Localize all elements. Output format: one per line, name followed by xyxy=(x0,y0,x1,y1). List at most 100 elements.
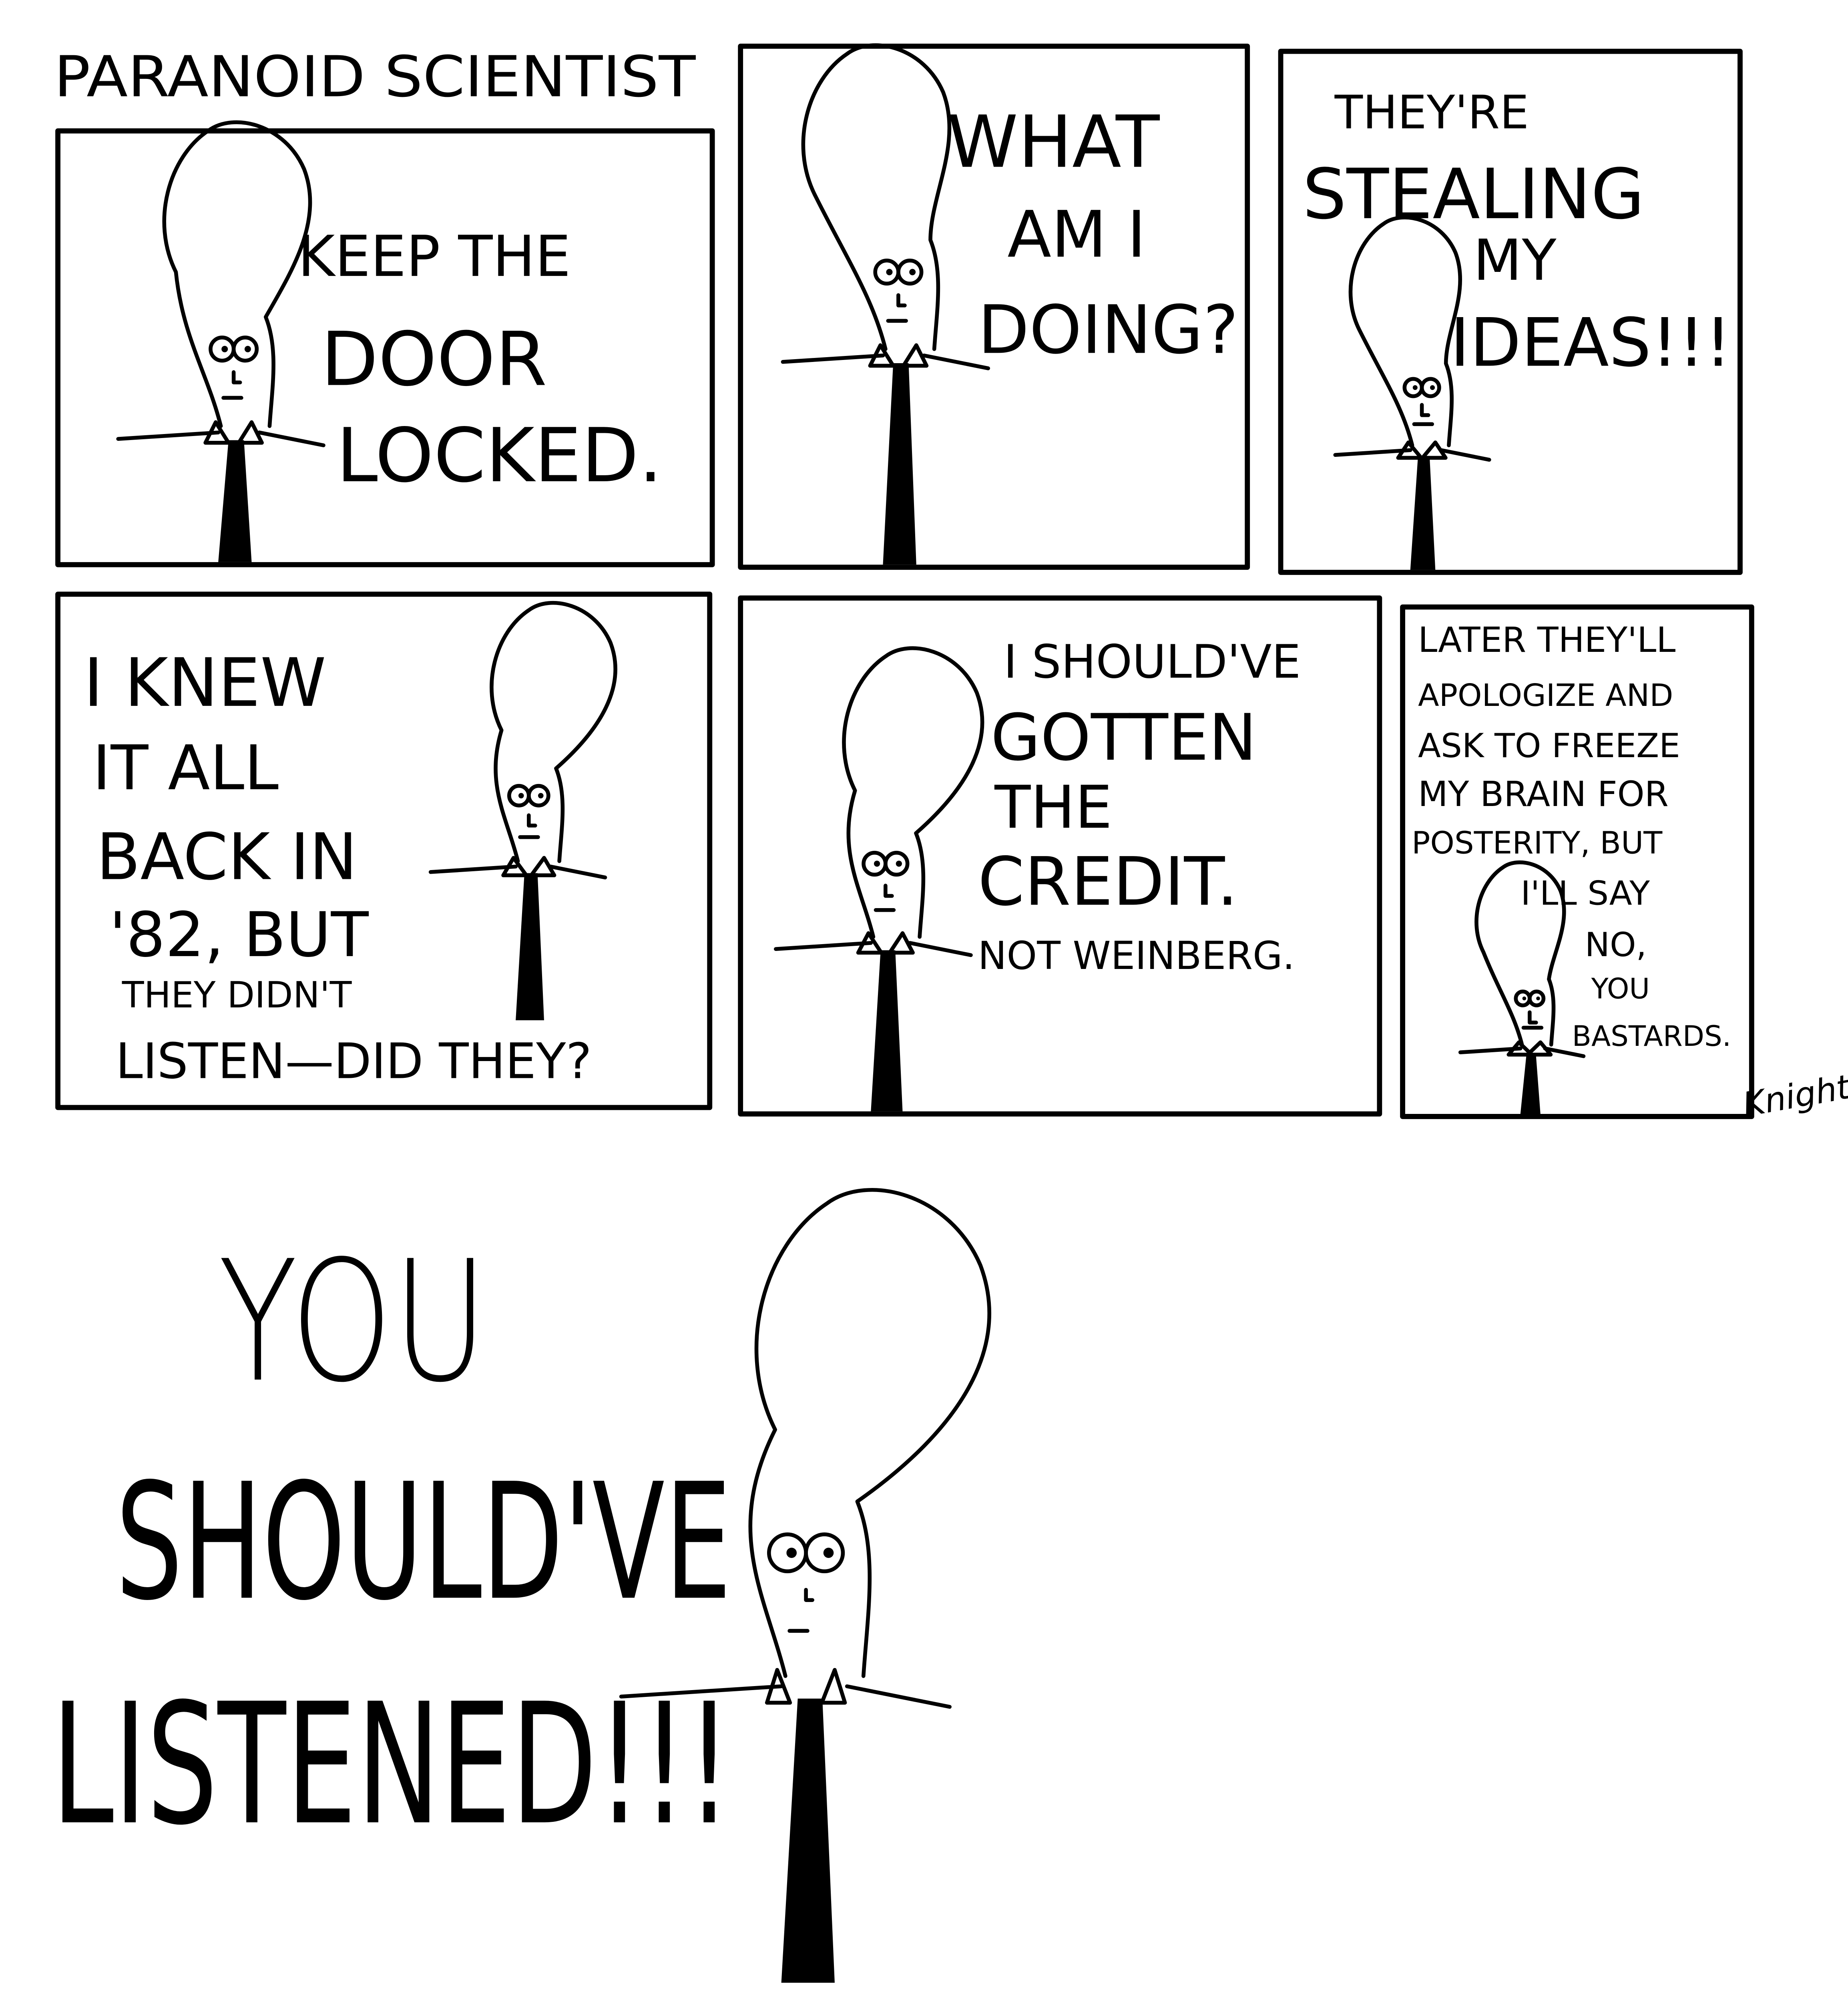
pupil xyxy=(786,1548,797,1558)
head-outline xyxy=(490,601,617,863)
collar xyxy=(765,1668,847,1705)
speech-line: THEY'RE xyxy=(1334,86,1529,140)
speech-line: KEEP THE xyxy=(298,224,571,289)
nose-mouth xyxy=(518,813,540,839)
speech-line: I'LL SAY xyxy=(1521,874,1650,913)
speech-line: CREDIT. xyxy=(978,843,1238,921)
pupil xyxy=(1412,385,1418,390)
speech-line: NO, xyxy=(1585,925,1647,964)
panel-3-frame xyxy=(1278,48,1743,575)
speech-line: THE xyxy=(994,773,1112,842)
speech-line: BASTARDS. xyxy=(1572,1020,1731,1053)
speech-line: APOLOGIZE AND xyxy=(1418,678,1673,714)
speech-line: WHAT xyxy=(947,101,1160,184)
nose-mouth xyxy=(1412,403,1434,426)
necktie-icon xyxy=(781,1698,835,1983)
speech-line: DOING? xyxy=(978,291,1239,369)
speech-line: YOU xyxy=(1591,973,1650,1005)
right-eye-icon xyxy=(231,336,259,363)
speech-line: LATER THEY'LL xyxy=(1418,620,1675,660)
speech-line: MY BRAIN FOR xyxy=(1418,774,1669,814)
panel-3-speech: THEY'RE STEALING MY IDEAS!!! xyxy=(1303,86,1732,382)
scientist-figure xyxy=(428,601,617,1021)
pupil xyxy=(886,269,893,275)
collar xyxy=(1507,1040,1553,1057)
head-outline xyxy=(842,646,984,939)
necktie-icon xyxy=(1410,456,1436,570)
shoulders xyxy=(619,1684,952,1709)
speech-line: GOTTEN xyxy=(991,700,1257,775)
shoulders xyxy=(774,941,973,957)
right-eye-icon xyxy=(896,258,924,286)
comic-title: PARANOID SCIENTIST xyxy=(54,44,696,110)
nose-mouth xyxy=(787,1588,814,1633)
speech-line: STEALING xyxy=(1303,154,1645,235)
pupil xyxy=(823,1548,834,1558)
panel-5-speech: I SHOULD'VE GOTTEN THE CREDIT. NOT WEINB… xyxy=(978,635,1301,978)
speech-line: MY xyxy=(1473,228,1557,293)
necktie-icon xyxy=(516,873,544,1021)
panel-1-frame xyxy=(55,128,715,567)
collar xyxy=(856,931,915,955)
necktie-icon xyxy=(1520,1053,1541,1114)
head-outline xyxy=(1474,860,1566,1047)
right-eye-icon xyxy=(1528,989,1546,1007)
speech-line: I KNEW xyxy=(84,644,326,722)
speech-line: NOT WEINBERG. xyxy=(978,933,1295,978)
scientist-figure xyxy=(1333,215,1491,570)
collar xyxy=(501,856,556,877)
shoulders xyxy=(1333,448,1491,462)
shout-line: YOU xyxy=(218,1225,488,1419)
collar xyxy=(203,420,264,445)
pupil xyxy=(896,860,902,867)
shoulders xyxy=(1458,1046,1586,1058)
speech-line: LOCKED. xyxy=(336,412,663,499)
panel-2-frame xyxy=(738,43,1250,570)
right-eye-icon xyxy=(527,784,550,808)
shoulders xyxy=(428,864,607,880)
necktie-icon xyxy=(883,363,916,565)
speech-line: LISTEN—DID THEY? xyxy=(116,1033,592,1089)
scientist-figure xyxy=(1458,860,1586,1114)
panel-4-speech: I KNEW IT ALL BACK IN '82, BUT THEY DIDN… xyxy=(84,644,592,1089)
pupil xyxy=(909,269,916,275)
shout-line: SHOULD'VE xyxy=(116,1449,731,1636)
speech-line: ASK TO FREEZE xyxy=(1418,726,1680,765)
scientist-figure xyxy=(774,646,984,1112)
panel-2-speech: WHAT AM I DOING? xyxy=(947,101,1239,369)
shoulders xyxy=(116,430,325,447)
head-outline xyxy=(162,120,312,428)
nose-mouth xyxy=(886,293,908,323)
panel-6-frame xyxy=(1400,604,1754,1119)
speech-line: I SHOULD'VE xyxy=(1004,635,1301,689)
shout-line: LISTENED!!! xyxy=(52,1668,732,1862)
finale-shout: YOU SHOULD'VE LISTENED!!! xyxy=(52,1225,732,1862)
collar xyxy=(868,343,929,368)
speech-line: '82, BUT xyxy=(109,899,369,971)
panel-1-speech: KEEP THE DOOR LOCKED. xyxy=(298,224,663,499)
panel-5-frame xyxy=(738,595,1382,1117)
speech-line: IDEAS!!! xyxy=(1450,304,1731,382)
panel-4-frame xyxy=(55,591,713,1110)
necktie-icon xyxy=(871,950,903,1112)
nose-mouth xyxy=(1521,1010,1544,1030)
right-eye-icon xyxy=(1420,377,1441,398)
nose-mouth xyxy=(874,884,896,912)
right-eye-icon xyxy=(884,850,910,877)
shoulders xyxy=(781,354,990,370)
pupil xyxy=(518,793,524,798)
pupil xyxy=(538,793,544,798)
head-outline xyxy=(801,43,952,351)
pupil xyxy=(1522,996,1527,1001)
scientist-figure xyxy=(781,43,990,565)
nose-mouth xyxy=(221,370,243,400)
necktie-icon xyxy=(218,440,252,562)
panel-6-speech: LATER THEY'LL APOLOGIZE AND ASK TO FREEZ… xyxy=(1412,620,1731,1053)
artist-signature: Knight xyxy=(1740,1067,1848,1124)
right-eye-icon xyxy=(804,1532,845,1574)
speech-line: POSTERITY, BUT xyxy=(1412,825,1663,861)
characters xyxy=(116,43,1586,1983)
pupil xyxy=(221,346,228,352)
head-outline xyxy=(748,1188,991,1678)
